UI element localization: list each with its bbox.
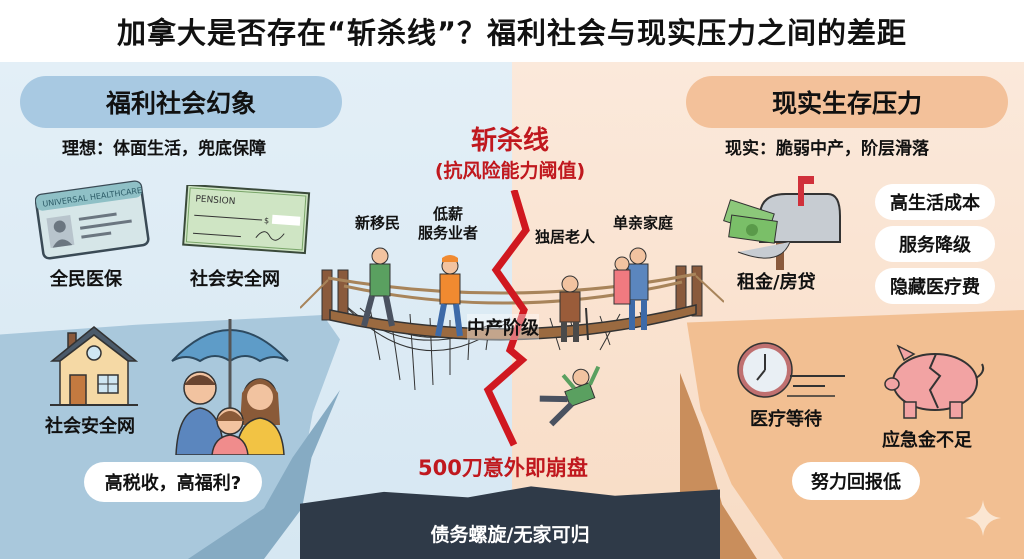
pension-label: 社会安全网: [190, 269, 280, 290]
clock-label: 医疗等待: [750, 409, 822, 430]
left-bottom-pill: 高税收，高福利?: [84, 462, 262, 502]
group-label-immigrants: 新移民: [355, 214, 401, 232]
family-umbrella-icon: [171, 319, 289, 455]
abyss: [300, 486, 720, 559]
cost-pill-living: 高生活成本: [875, 184, 995, 220]
healthcare-card-icon: UNIVERSAL HEALTHCARE: [35, 180, 150, 260]
group-label-elderly: 独居老人: [535, 228, 596, 246]
collapse-label: 500刀意外即崩盘: [418, 456, 588, 480]
right-subtitle: 现实：脆弱中产，阶层滑落: [725, 139, 929, 159]
sparkle-icon: [965, 500, 1001, 536]
svg-text:PENSION: PENSION: [195, 194, 236, 207]
piggy-label: 应急金不足: [882, 430, 972, 451]
right-bottom-pill: 努力回报低: [792, 462, 920, 500]
mailbox-label: 租金/房贷: [737, 272, 816, 293]
kill-line-title: 斩杀线: [470, 126, 549, 156]
mailbox-money-icon: [723, 176, 841, 270]
falling-person-figure: [539, 365, 601, 427]
cost-pill-service: 服务降级: [875, 226, 995, 262]
house-label: 社会安全网: [45, 416, 135, 437]
kill-line-crack: [483, 190, 530, 447]
group-label-low-wage: 低薪 服务业者: [418, 205, 479, 242]
clock-icon: [737, 342, 845, 398]
left-heading: 福利社会幻象: [20, 76, 342, 128]
house-icon: [50, 326, 138, 406]
pension-check-icon: PENSION $: [182, 185, 311, 255]
page-title: 加拿大是否存在“斩杀线”？福利社会与现实压力之间的差距: [0, 0, 1024, 62]
group-label-single-parent: 单亲家庭: [613, 214, 674, 232]
single-parent-figure: [613, 247, 649, 330]
middle-class-label: 中产阶级: [467, 314, 539, 340]
healthcare-label: 全民医保: [50, 269, 122, 290]
worker-figure: [435, 255, 463, 337]
elderly-figure: [559, 275, 589, 342]
cost-pill-medical: 隐藏医疗费: [875, 268, 995, 304]
immigrant-figure: [361, 247, 395, 327]
svg-text:$: $: [264, 216, 270, 225]
broken-piggy-bank-icon: [884, 344, 985, 419]
abyss-label: 债务螺旋/无家可归: [430, 524, 590, 546]
right-heading: 现实生存压力: [686, 76, 1008, 128]
left-subtitle: 理想：体面生活，兜底保障: [62, 139, 266, 159]
kill-line-subtitle: (抗风险能力阈值): [434, 160, 586, 182]
bridge-scene: [300, 190, 724, 447]
